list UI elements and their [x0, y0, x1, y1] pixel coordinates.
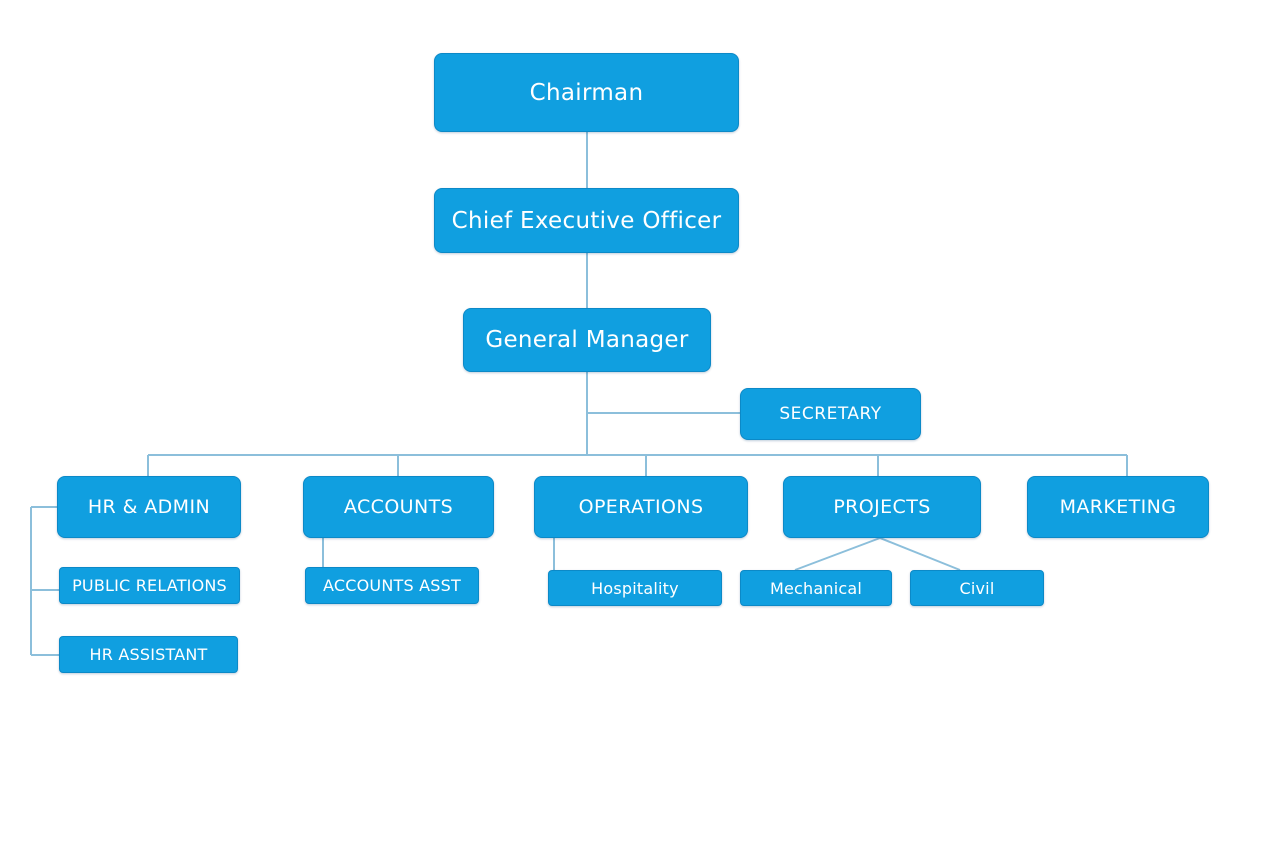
civil-box: Civil [910, 570, 1044, 606]
hospitality-box: Hospitality [548, 570, 722, 606]
hr-assistant-box: HR ASSISTANT [59, 636, 238, 673]
operations-box: OPERATIONS [534, 476, 748, 538]
ceo-box: Chief Executive Officer [434, 188, 739, 253]
hr-admin-box: HR & ADMIN [57, 476, 241, 538]
mechanical-box: Mechanical [740, 570, 892, 606]
public-relations-box: PUBLIC RELATIONS [59, 567, 240, 604]
marketing-box: MARKETING [1027, 476, 1209, 538]
general-manager-box: General Manager [463, 308, 711, 372]
accounts-asst-box: ACCOUNTS ASST [305, 567, 479, 604]
chairman-box: Chairman [434, 53, 739, 132]
accounts-box: ACCOUNTS [303, 476, 494, 538]
connector-projects-civil [879, 537, 961, 571]
connector-projects-mechanical [794, 537, 881, 571]
projects-box: PROJECTS [783, 476, 981, 538]
secretary-box: SECRETARY [740, 388, 921, 440]
